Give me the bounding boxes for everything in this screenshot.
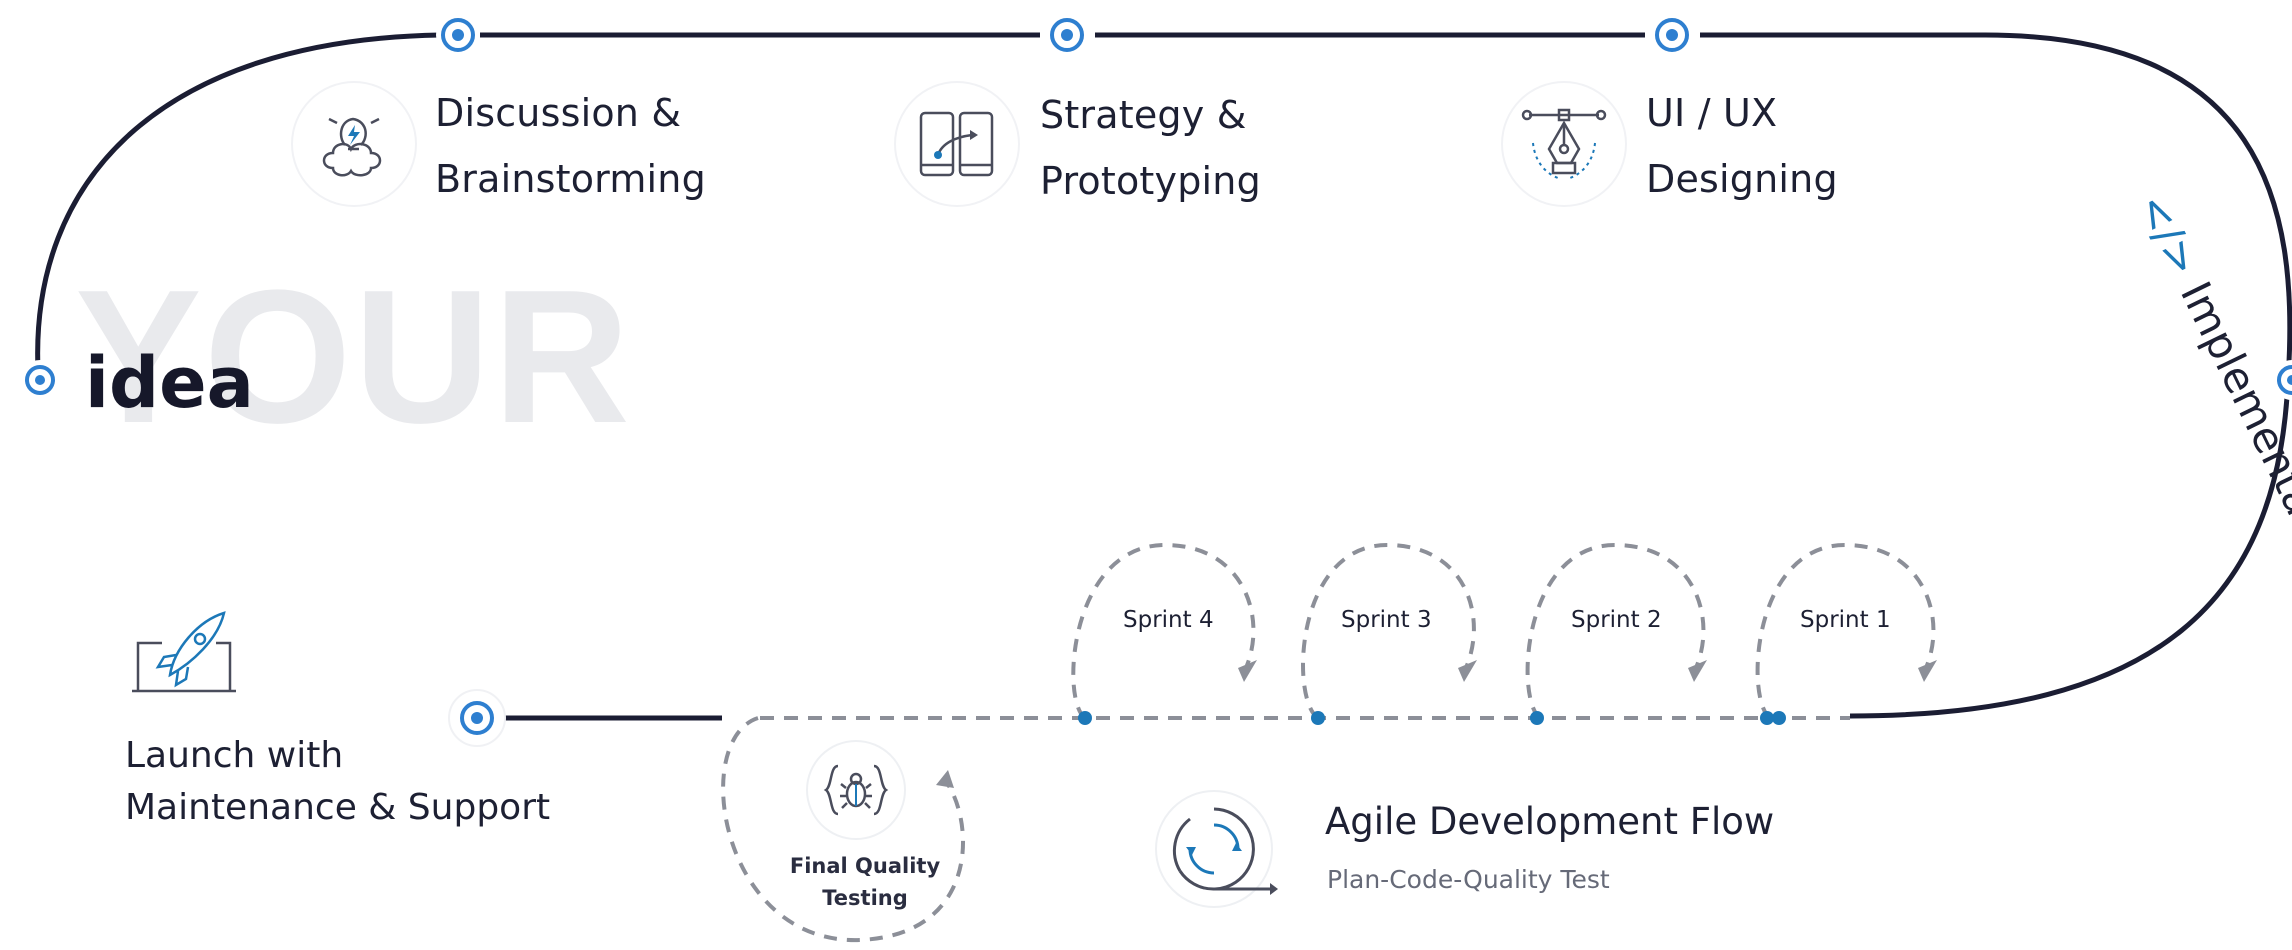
agile-title: Agile Development Flow <box>1325 800 1775 843</box>
marker-step-1 <box>436 13 480 57</box>
launch-line-1: Launch with <box>125 735 344 776</box>
idea-label: idea <box>85 342 254 424</box>
sprint-4-arrowhead <box>1238 660 1257 682</box>
sprint-1-loop <box>1755 542 1936 720</box>
step-2-line-2: Prototyping <box>1040 159 1261 203</box>
step-3-title: UI / UX Designing <box>1646 80 1838 212</box>
marker-idea <box>20 360 60 400</box>
marker-implementation <box>2272 360 2292 400</box>
marker-step-2 <box>1045 13 1089 57</box>
sprint-4-label: Sprint 4 <box>1123 607 1214 633</box>
rocket-laptop-icon <box>130 605 240 699</box>
bug-code-icon <box>808 742 904 838</box>
step-3-line-1: UI / UX <box>1646 91 1778 135</box>
final-testing-title: Final Quality Testing <box>740 850 990 914</box>
brainstorm-lightbulb-icon <box>293 83 415 205</box>
final-testing-line-1: Final Quality <box>789 854 941 878</box>
sprint-node-1a <box>1760 711 1774 725</box>
watermark-text: YOUR <box>75 251 632 463</box>
sprint-3-label: Sprint 3 <box>1341 607 1432 633</box>
mobile-prototype-icon <box>896 83 1018 205</box>
step-1-title: Discussion & Brainstorming <box>435 80 706 212</box>
sprint-node-4 <box>1078 711 1092 725</box>
sprint-3-loop <box>1301 542 1476 720</box>
track-left-arc <box>35 32 441 371</box>
sprint-node-2 <box>1530 711 1544 725</box>
marker-launch <box>448 689 506 747</box>
cycle-arrows-icon <box>1150 785 1280 915</box>
step-2-title: Strategy & Prototyping <box>1040 82 1261 214</box>
sprint-2-arrowhead <box>1688 660 1707 682</box>
sprint-node-3 <box>1311 711 1325 725</box>
step-3-line-2: Designing <box>1646 157 1838 201</box>
step-2-line-1: Strategy & <box>1040 93 1247 137</box>
launch-title: Launch with Maintenance & Support <box>125 730 550 834</box>
step-1-line-1: Discussion & <box>435 91 682 135</box>
sprint-1-arrowhead <box>1918 660 1937 682</box>
agile-subtitle: Plan-Code-Quality Test <box>1327 865 1610 894</box>
launch-line-2: Maintenance & Support <box>125 787 551 828</box>
step-1-line-2: Brainstorming <box>435 157 706 201</box>
final-testing-line-2: Testing <box>822 886 908 910</box>
sprint-node-1b <box>1772 711 1786 725</box>
sprint-2-label: Sprint 2 <box>1571 607 1662 633</box>
final-testing-loop <box>721 716 966 943</box>
marker-step-3 <box>1650 13 1694 57</box>
final-testing-arrowhead <box>936 770 954 788</box>
sprint-2-loop <box>1525 542 1706 720</box>
sprint-1-label: Sprint 1 <box>1800 607 1891 633</box>
pen-tool-icon <box>1503 83 1625 205</box>
sprint-4-loop <box>1071 542 1256 720</box>
sprint-3-arrowhead <box>1458 660 1477 682</box>
